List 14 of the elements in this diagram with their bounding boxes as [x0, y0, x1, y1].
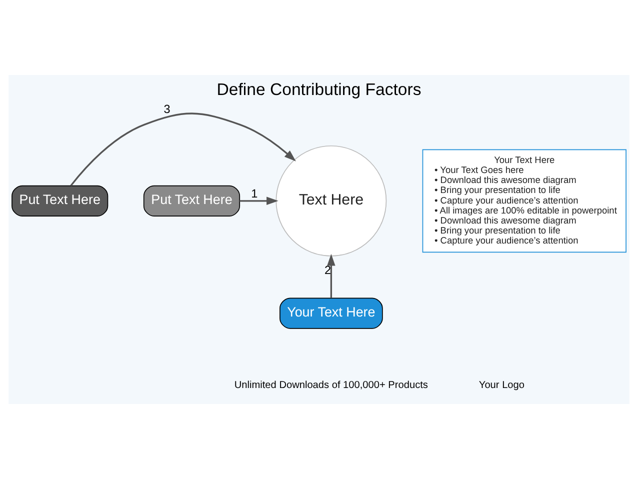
arrow — [327, 253, 336, 298]
node-box: Your Text Here — [280, 297, 383, 328]
edge-label: 2 — [324, 263, 332, 276]
node-box: Put Text Here — [143, 184, 240, 216]
arrow — [70, 112, 296, 186]
diagram-title: Define Contributing Factors — [216, 80, 422, 99]
node-box: Your Text Here • Your Text Goes here • Download this awesome diagram • Bring your presentation to life • Capture your audience’s attention • All images are 100% editable in powerpoint • Download this awesome diagram • Bring your presentation to life • Capture your audience’s attention — [422, 148, 626, 252]
edge-label: 1 — [251, 187, 258, 200]
edge-label: 3 — [164, 102, 170, 116]
label: Your Logo — [478, 380, 525, 391]
node-circle: Text Here — [276, 144, 387, 256]
arrow — [240, 196, 278, 205]
label: Unlimited Downloads of 100,000+ Products — [234, 380, 428, 391]
node-box: Put Text Here — [12, 184, 108, 216]
